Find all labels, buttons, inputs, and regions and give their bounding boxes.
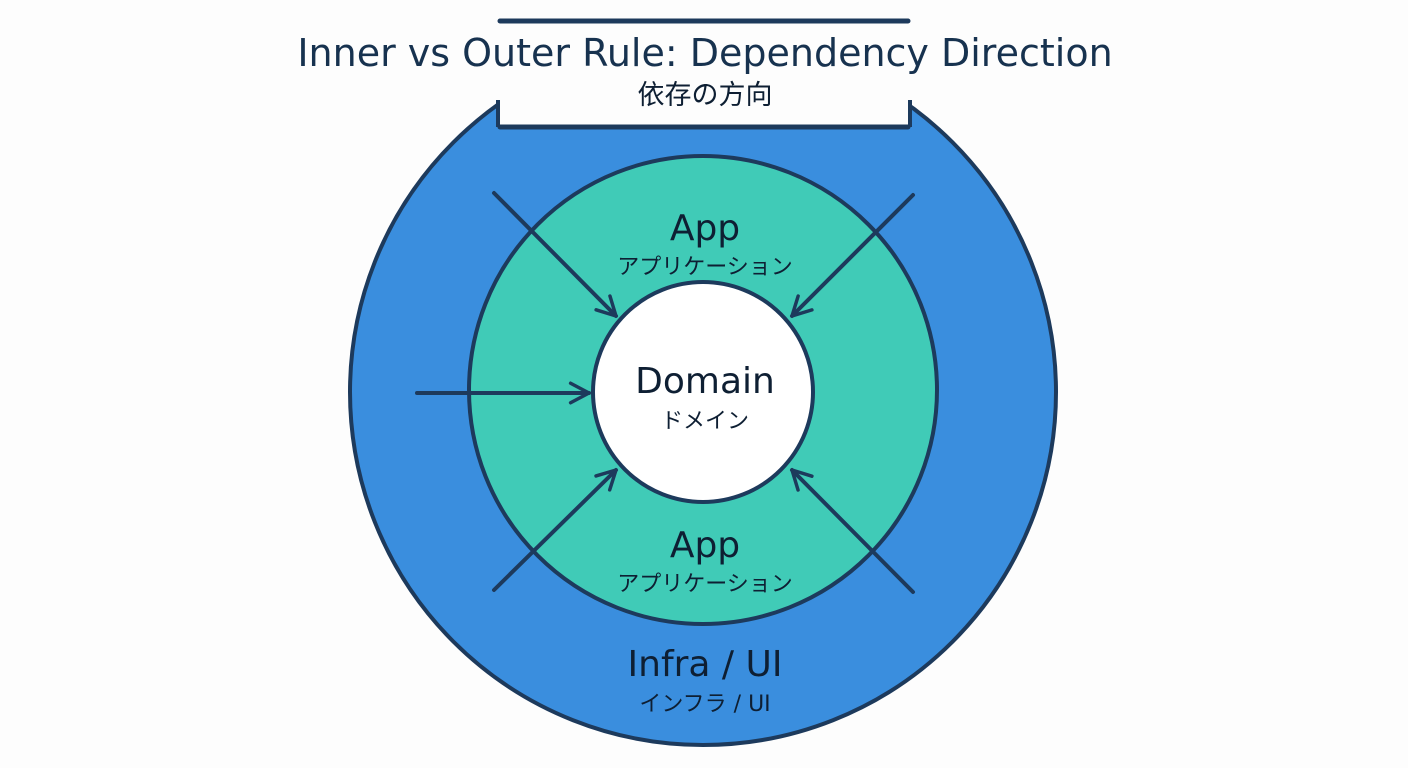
diagram-title: Inner vs Outer Rule: Dependency Directio…: [297, 31, 1112, 75]
title-cutout: [498, 20, 910, 128]
infra-ui-label-ja: インフラ / UI: [639, 692, 770, 717]
domain-label-ja: ドメイン: [661, 409, 749, 434]
arrow-bottom-right: [790, 468, 915, 594]
arrow-top-right: [790, 193, 915, 318]
domain-label: Domain: [635, 361, 775, 402]
domain-core: [591, 280, 815, 504]
infra-ui-label: Infra / UI: [628, 644, 783, 685]
arrow-bottom-left: [492, 468, 618, 592]
app-bottom-label: App: [670, 525, 740, 566]
app-bottom-label-ja: アプリケーション: [617, 572, 793, 597]
arrow-top-left: [492, 191, 618, 318]
dependency-arrows: [415, 191, 915, 594]
app-top-label-ja: アプリケーション: [617, 255, 793, 280]
app-top-label: App: [670, 208, 740, 249]
diagram-subtitle: 依存の方向: [638, 80, 773, 111]
